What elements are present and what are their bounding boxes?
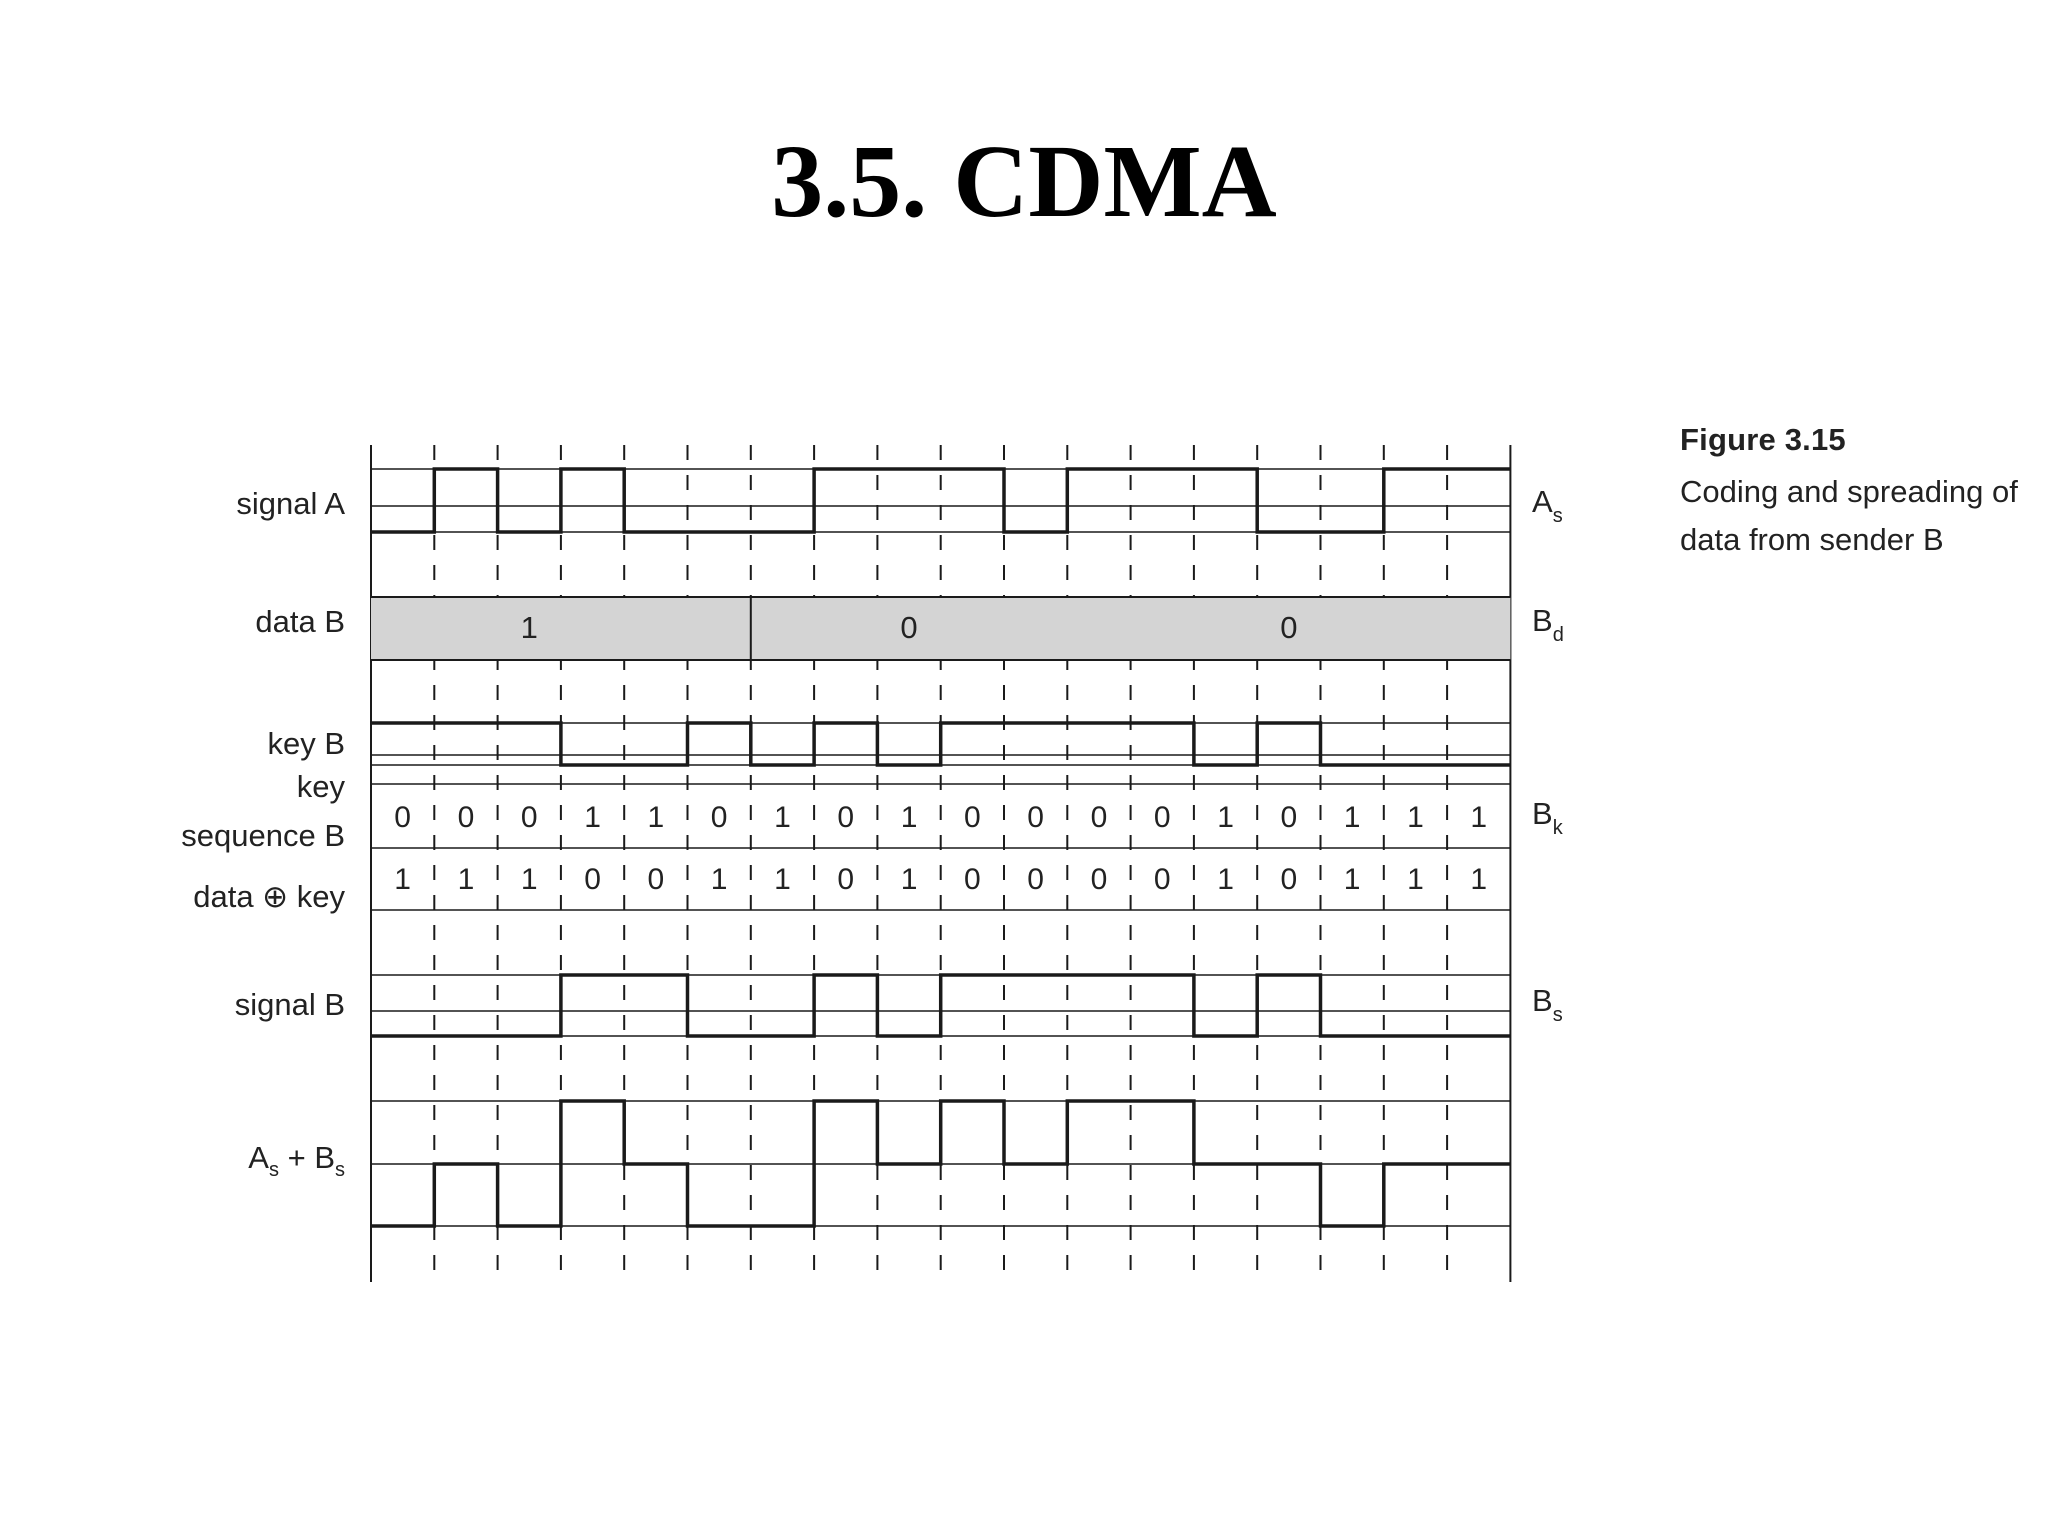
key-sequence-bit: 0 (837, 801, 854, 834)
data-xor-key-bit: 1 (458, 863, 475, 896)
data-xor-key-bit: 0 (1154, 863, 1171, 896)
key-sequence-bit: 0 (394, 801, 411, 834)
data-bit-label: 1 (521, 610, 538, 645)
data-xor-key-bit: 1 (521, 863, 538, 896)
key-sequence-bit: 0 (1154, 801, 1171, 834)
key-sequence-bit: 0 (1027, 801, 1044, 834)
key-sequence-bit: 0 (458, 801, 475, 834)
key-sequence-bit: 1 (648, 801, 665, 834)
data-xor-key-bit: 0 (1091, 863, 1108, 896)
label-sum: As + Bs (248, 1140, 345, 1181)
data-xor-key-bit: 0 (1281, 863, 1298, 896)
label-bd: Bd (1532, 603, 1564, 646)
data-xor-key-bit: 1 (711, 863, 728, 896)
diagram-frame (370, 445, 1512, 1282)
data-xor-key-bit: 1 (1407, 863, 1424, 896)
key-sequence-bit: 0 (964, 801, 981, 834)
slide-title: 3.5. CDMA (771, 124, 1277, 239)
figure-description: Coding and spreading of data from sender… (1680, 474, 2018, 557)
key-sequence-bit: 1 (774, 801, 791, 834)
sequence-rows: 0 0 0 1 1 0 1 0 1 0 0 0 0 1 0 1 1 1 1 1 1 0 0 1 1 0 1 0 0 0 0 1 0 1 1 1 (371, 783, 1511, 911)
key-sequence-bit: 0 (521, 801, 538, 834)
waveforms (371, 467, 1511, 1228)
data-xor-key-bit: 1 (901, 863, 918, 896)
data-b-bar: 1 0 0 (371, 596, 1511, 661)
signal-b-wave (371, 973, 1511, 1038)
signal-a-wave (371, 467, 1511, 534)
key-sequence-bit: 1 (1217, 801, 1234, 834)
data-xor-key-bit: 0 (964, 863, 981, 896)
label-key-b: key B (267, 726, 345, 761)
label-data-b: data B (255, 604, 345, 639)
data-xor-key-bit: 0 (584, 863, 601, 896)
key-sequence-bit: 0 (1281, 801, 1298, 834)
data-bit-label: 0 (900, 610, 917, 645)
key-sequence-bit: 1 (901, 801, 918, 834)
sum-wave (371, 1099, 1511, 1228)
label-signal-a: signal A (236, 486, 345, 521)
data-xor-key-bit: 0 (648, 863, 665, 896)
data-xor-key-bit: 0 (1027, 863, 1044, 896)
label-key-sequence-b-line2: sequence B (181, 818, 345, 853)
key-sequence-bit: 1 (584, 801, 601, 834)
data-xor-key-bit: 1 (1217, 863, 1234, 896)
figure-caption: Figure 3.15 Coding and spreading of data… (1680, 422, 2040, 564)
label-data-xor-key: data ⊕ key (193, 879, 345, 914)
key-sequence-bit: 1 (1407, 801, 1424, 834)
data-xor-key-bit: 1 (1344, 863, 1361, 896)
label-bk: Bk (1532, 796, 1564, 839)
key-sequence-bit: 1 (1470, 801, 1487, 834)
key-sequence-bit: 0 (711, 801, 728, 834)
data-xor-key-bit: 1 (774, 863, 791, 896)
figure-number: Figure 3.15 (1680, 422, 1846, 457)
data-bit-label: 0 (1280, 610, 1297, 645)
data-xor-key-bit: 1 (394, 863, 411, 896)
data-b-fill (371, 597, 1511, 660)
label-bs: Bs (1532, 983, 1563, 1026)
data-xor-key-bit: 0 (837, 863, 854, 896)
key-b-wave (371, 721, 1511, 767)
label-key-sequence-b-line1: key (297, 769, 346, 804)
data-xor-key-bit: 1 (1470, 863, 1487, 896)
label-signal-b: signal B (235, 987, 345, 1022)
key-sequence-bit: 0 (1091, 801, 1108, 834)
key-sequence-bit: 1 (1344, 801, 1361, 834)
label-as: As (1532, 484, 1563, 527)
